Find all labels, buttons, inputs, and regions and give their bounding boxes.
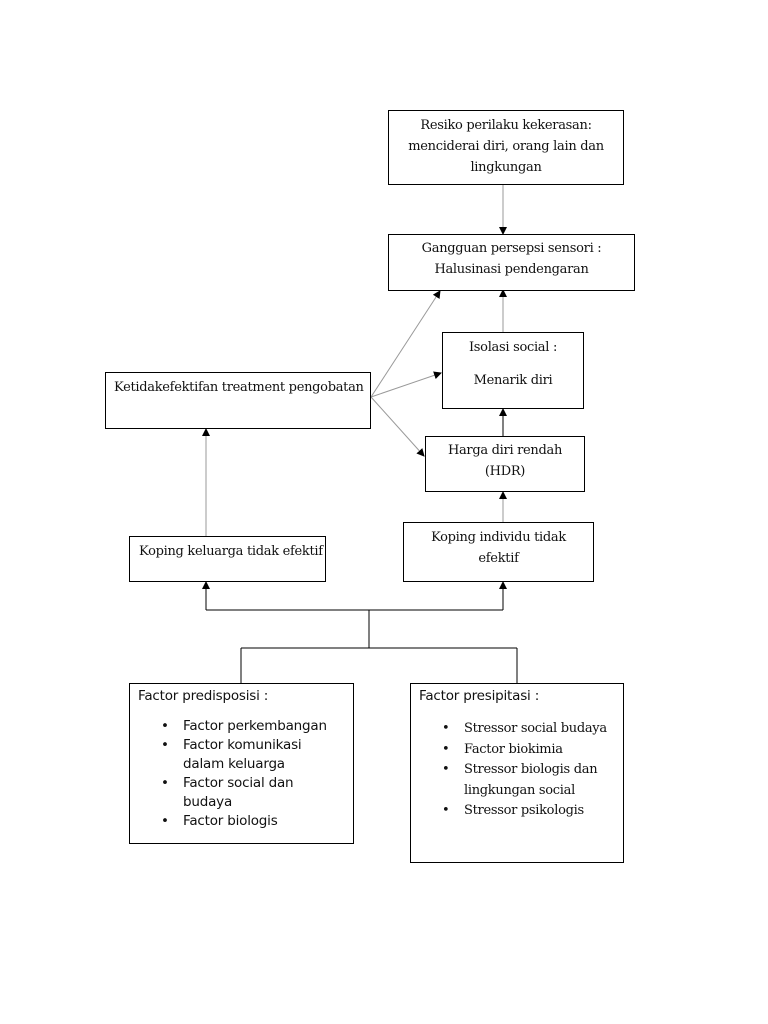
list-item-continuation: lingkungan social xyxy=(464,782,575,798)
list-item: •Stressor social budaya xyxy=(442,721,607,736)
isolasi-line-1: Isolasi social : xyxy=(468,340,558,355)
list-item-continuation: budaya xyxy=(183,794,233,810)
harga-diri-box: Harga diri rendah (HDR) xyxy=(425,436,585,492)
predisposisi-list: •Factor perkembangan •Factor komunikasi … xyxy=(130,717,353,831)
presipitasi-list: •Stressor social budaya •Factor biokimia… xyxy=(411,719,623,822)
harga-diri-line-2: (HDR) xyxy=(484,464,526,479)
list-item: •Factor komunikasi xyxy=(161,737,302,753)
koping-individu-line-1: Koping individu tidak xyxy=(431,530,566,545)
koping-keluarga-box: Koping keluarga tidak efektif xyxy=(129,536,326,582)
gangguan-line-1: Gangguan persepsi sensori : xyxy=(421,241,602,256)
resiko-line-2: menciderai diri, orang lain dan xyxy=(408,139,604,154)
arrow-ketidak-to-isolasi xyxy=(370,371,442,398)
list-item: •Stressor biologis dan xyxy=(442,762,598,777)
gangguan-line-2: Halusinasi pendengaran xyxy=(434,262,589,277)
arrow-ketidak-to-hdr xyxy=(370,396,425,457)
resiko-box: Resiko perilaku kekerasan: menciderai di… xyxy=(388,110,624,185)
list-item: •Factor perkembangan xyxy=(161,718,327,734)
resiko-line-3: lingkungan xyxy=(470,160,542,175)
isolasi-line-2: Menarik diri xyxy=(473,373,553,388)
koping-individu-box: Koping individu tidak efektif xyxy=(403,522,594,582)
list-item: •Stressor psikologis xyxy=(442,803,584,818)
list-item-continuation: dalam keluarga xyxy=(183,756,285,772)
arrow-ketidak-to-gangguan xyxy=(370,290,441,398)
ketidakefektifan-box: Ketidakefektifan treatment pengobatan xyxy=(105,372,371,429)
koping-individu-line-2: efektif xyxy=(478,551,519,566)
list-item: •Factor social dan xyxy=(161,775,294,791)
list-item: •Factor biokimia xyxy=(442,741,563,757)
presipitasi-box: Factor presipitasi : •Stressor social bu… xyxy=(410,683,624,863)
predisposisi-box: Factor predisposisi : •Factor perkembang… xyxy=(129,683,354,844)
koping-keluarga-label: Koping keluarga tidak efektif xyxy=(139,544,323,559)
gangguan-box: Gangguan persepsi sensori : Halusinasi p… xyxy=(388,234,635,291)
list-item: •Factor biologis xyxy=(161,813,278,829)
predisposisi-title: Factor predisposisi : xyxy=(138,688,269,704)
resiko-line-1: Resiko perilaku kekerasan: xyxy=(420,118,592,133)
harga-diri-line-1: Harga diri rendah xyxy=(447,443,563,458)
presipitasi-title: Factor presipitasi : xyxy=(419,688,540,704)
ketidakefektifan-label: Ketidakefektifan treatment pengobatan xyxy=(114,380,364,395)
isolasi-box: Isolasi social : Menarik diri xyxy=(442,332,584,409)
